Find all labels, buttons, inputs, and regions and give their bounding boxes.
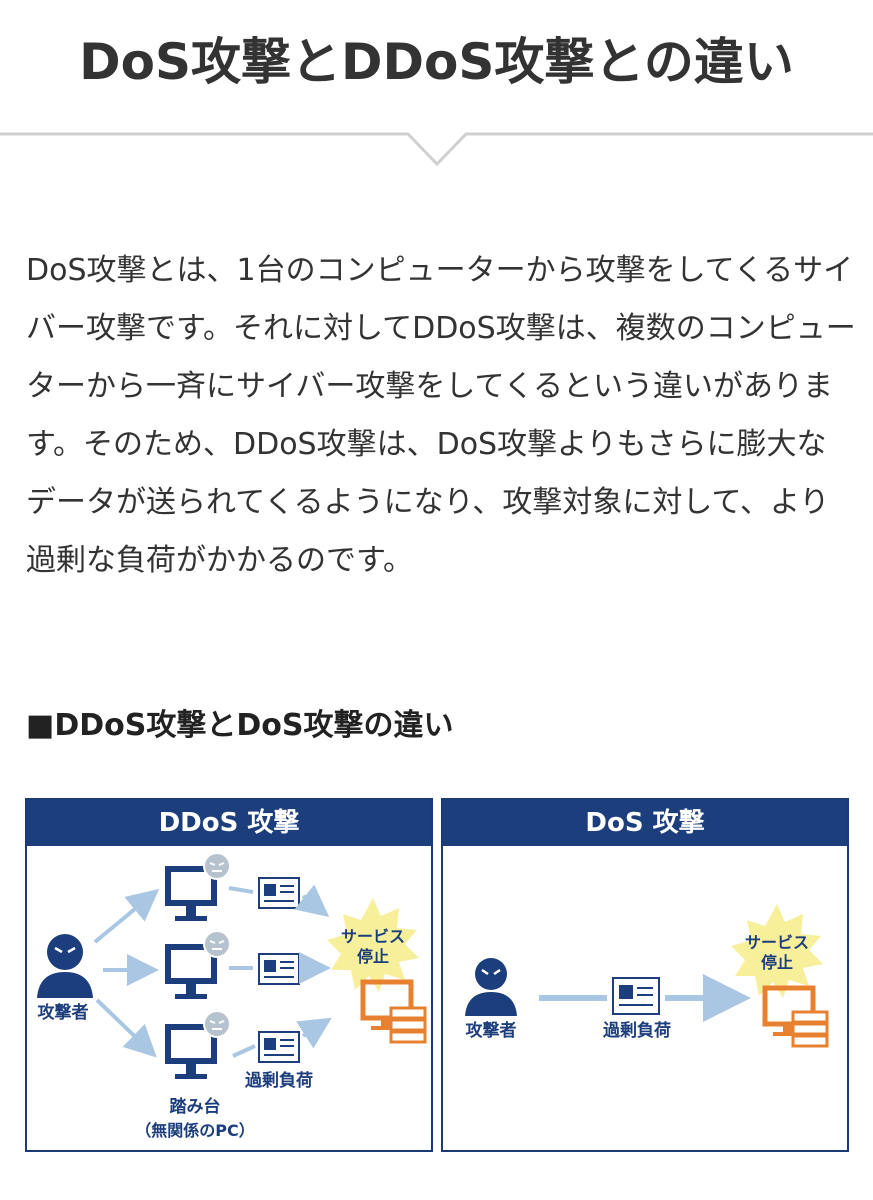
arrow [228,886,254,894]
ddos-service-stop-line2: 停止 [357,947,389,966]
ddos-stepping-stone-label: 踏み台 [170,1096,221,1117]
attacker-icon [37,934,93,998]
ddos-load-label: 過剰負荷 [245,1070,313,1091]
arrow [232,1044,256,1058]
dos-service-stop-line2: 停止 [761,953,793,972]
arrow [95,998,157,1058]
dos-panel-header: DoS 攻撃 [443,800,847,846]
attacker-icon [465,958,517,1016]
service-stop-burst-icon [327,898,419,992]
malware-icon [203,1010,231,1038]
ddos-panel-header: DDoS 攻撃 [27,800,431,846]
dos-attacker-label: 攻撃者 [466,1020,517,1041]
ddos-service-stop-line1: サービス [341,927,405,946]
service-stop-burst-icon [731,904,823,998]
ddos-stepping-stone-note: （無関係のPC） [135,1121,254,1140]
data-packet-icon [258,953,300,985]
dos-panel: DoS 攻撃 攻撃者 過剰負荷 サービス 停止 [441,798,849,1152]
malware-icon [203,930,231,958]
ddos-panel: DDoS 攻撃 [25,798,433,1152]
dos-diagram: 攻撃者 過剰負荷 サービス 停止 [465,904,829,1048]
ddos-attacker-label: 攻撃者 [38,1002,89,1023]
page-title: DoS攻撃とDDoS攻撃との違い [79,33,794,91]
malware-icon [203,852,231,880]
data-packet-icon [612,977,660,1015]
arrow [296,1017,332,1049]
body-paragraph: DoS攻撃とは、1台のコンピューターから攻撃をしてくるサイバー攻撃です。それに対… [26,253,856,578]
arrow [93,888,160,944]
target-server-icon [360,979,427,1044]
data-packet-icon [258,1031,300,1063]
section-heading: ■DDoS攻撃とDoS攻撃の違い [26,708,454,743]
target-server-icon [762,985,829,1048]
data-packet-icon [258,877,300,909]
arrow [294,884,330,917]
dos-load-label: 過剰負荷 [603,1020,671,1041]
ddos-diagram: 攻撃者 過剰負荷 サービス 停止 [37,852,427,1140]
dos-service-stop-line1: サービス [745,933,809,952]
